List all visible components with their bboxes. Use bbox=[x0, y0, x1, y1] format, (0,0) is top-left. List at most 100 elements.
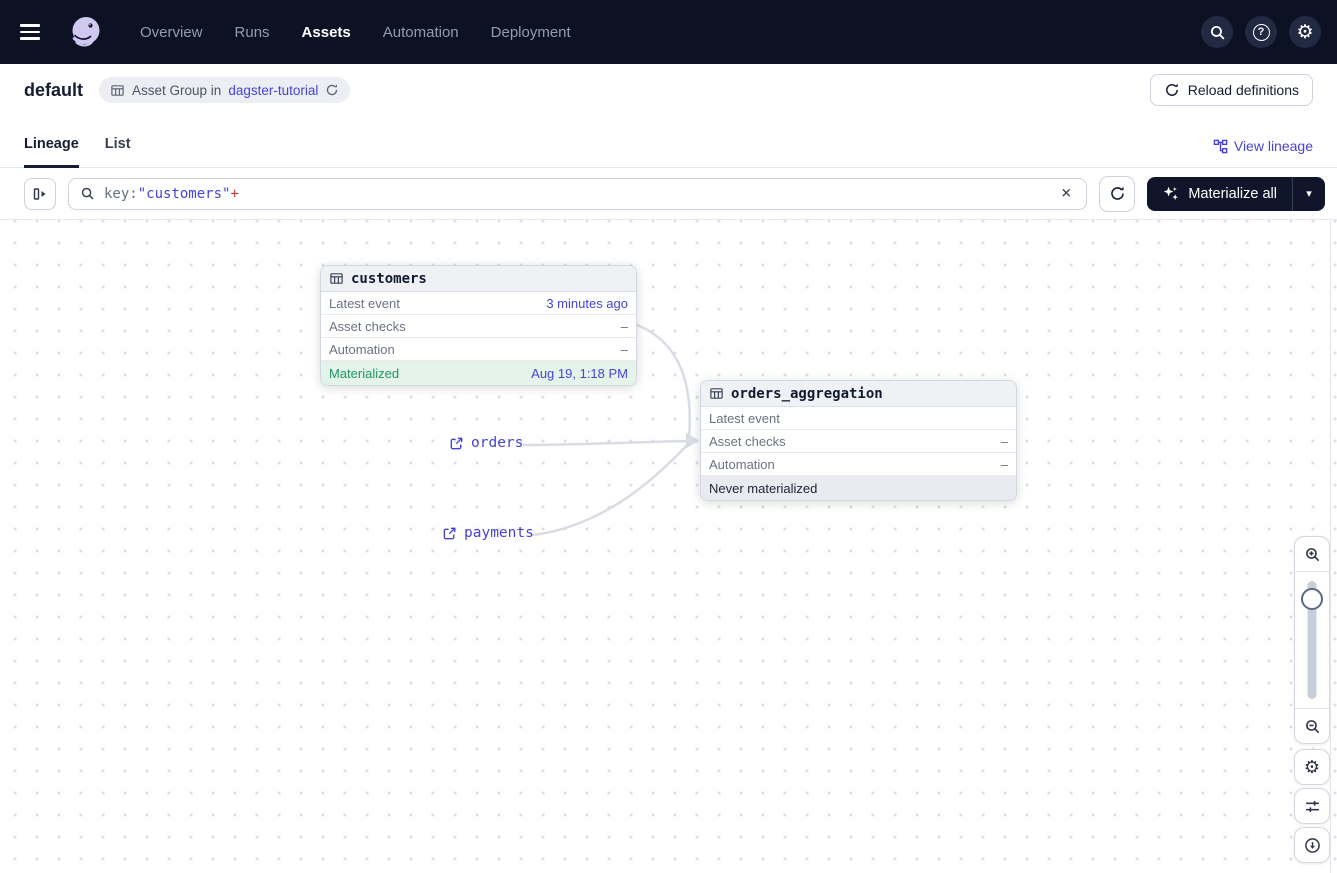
asset-search-input[interactable]: key:"customers"+ × bbox=[68, 177, 1088, 210]
search-query-value: "customers" bbox=[137, 185, 231, 202]
edge-customers-to-orders-aggregation bbox=[635, 323, 691, 439]
open-side-panel-button[interactable] bbox=[24, 177, 56, 210]
zoom-in-button[interactable] bbox=[1295, 537, 1329, 571]
node-row-asset-checks: Asset checks – bbox=[701, 430, 1016, 453]
primary-nav: Overview Runs Assets Automation Deployme… bbox=[140, 24, 571, 41]
search-query: key:"customers"+ bbox=[104, 186, 239, 202]
lineage-graph-icon bbox=[1213, 139, 1228, 153]
tab-list[interactable]: List bbox=[104, 136, 131, 152]
search-query-key: key: bbox=[104, 185, 138, 202]
zoom-slider-handle[interactable] bbox=[1301, 588, 1323, 610]
zoom-out-icon bbox=[1305, 719, 1319, 733]
lineage-toolbar: key:"customers"+ × Materialize all ▾ bbox=[0, 168, 1337, 220]
external-link-icon bbox=[443, 527, 456, 539]
materialize-all-label: Materialize all bbox=[1188, 185, 1277, 202]
asset-node-orders-aggregation[interactable]: orders_aggregation Latest event Asset ch… bbox=[700, 380, 1017, 501]
nav-item-assets[interactable]: Assets bbox=[301, 23, 351, 41]
row-label: Automation bbox=[329, 341, 395, 357]
recenter-icon bbox=[1304, 837, 1320, 853]
table-icon bbox=[111, 84, 124, 96]
dagster-logo-icon[interactable] bbox=[68, 14, 104, 50]
nav-item-automation[interactable]: Automation bbox=[382, 23, 459, 41]
row-label: Latest event bbox=[329, 295, 400, 311]
row-label: Asset checks bbox=[709, 433, 786, 449]
zoom-out-button[interactable] bbox=[1295, 709, 1329, 743]
node-row-automation: Automation – bbox=[321, 338, 636, 361]
asset-node-title: orders_aggregation bbox=[731, 385, 883, 402]
graph-filters-button[interactable] bbox=[1294, 788, 1330, 824]
zoom-control bbox=[1294, 536, 1330, 744]
refresh-icon bbox=[1111, 186, 1124, 200]
status-badge: Never materialized bbox=[701, 476, 1016, 500]
view-lineage-link[interactable]: View lineage bbox=[1213, 138, 1313, 167]
search-query-suffix: + bbox=[230, 185, 239, 202]
lineage-edges bbox=[522, 323, 699, 537]
row-value: – bbox=[1000, 456, 1008, 472]
row-value: – bbox=[620, 318, 628, 334]
nav-item-deployment[interactable]: Deployment bbox=[490, 23, 571, 41]
badge-prefix: Asset Group in bbox=[132, 82, 222, 98]
edge-arrowhead bbox=[686, 432, 699, 449]
refresh-graph-button[interactable] bbox=[1099, 175, 1136, 212]
search-icon bbox=[1210, 25, 1225, 40]
node-row-latest-event: Latest event 3 minutes ago bbox=[321, 292, 636, 315]
canvas-right-divider bbox=[1330, 220, 1331, 873]
tabs-row: Lineage List View lineage bbox=[0, 116, 1337, 168]
graph-settings-button[interactable]: ⚙ bbox=[1294, 749, 1330, 785]
help-button[interactable]: ? bbox=[1245, 16, 1277, 48]
top-nav: Overview Runs Assets Automation Deployme… bbox=[0, 0, 1337, 64]
external-link-icon bbox=[450, 437, 463, 449]
row-label: Automation bbox=[709, 456, 775, 472]
reload-definitions-label: Reload definitions bbox=[1187, 82, 1299, 98]
materialize-dropdown-button[interactable]: ▾ bbox=[1292, 176, 1325, 211]
status-label: Materialized bbox=[329, 365, 400, 381]
materialize-split-button: Materialize all ▾ bbox=[1147, 176, 1325, 211]
table-icon bbox=[709, 386, 724, 401]
settings-button[interactable]: ⚙ bbox=[1289, 16, 1321, 48]
asset-group-badge: Asset Group in dagster-tutorial bbox=[99, 77, 351, 103]
gear-icon: ⚙ bbox=[1296, 21, 1314, 43]
filters-icon bbox=[1305, 800, 1319, 812]
latest-event-link[interactable]: 3 minutes ago bbox=[546, 295, 628, 311]
page-header: default Asset Group in dagster-tutorial … bbox=[0, 64, 1337, 116]
recenter-button[interactable] bbox=[1294, 827, 1330, 863]
zoom-in-icon bbox=[1305, 547, 1319, 561]
tab-lineage[interactable]: Lineage bbox=[24, 136, 79, 168]
external-asset-orders[interactable]: orders bbox=[449, 435, 523, 451]
search-icon bbox=[81, 187, 94, 200]
external-asset-label: orders bbox=[471, 435, 524, 451]
materialize-all-button[interactable]: Materialize all bbox=[1147, 177, 1292, 211]
sparkle-icon bbox=[1164, 186, 1179, 201]
code-location-link[interactable]: dagster-tutorial bbox=[228, 82, 319, 98]
panel-expand-icon bbox=[33, 187, 46, 200]
external-asset-label: payments bbox=[464, 525, 534, 541]
row-label: Latest event bbox=[709, 410, 780, 426]
view-lineage-label: View lineage bbox=[1233, 138, 1313, 154]
row-value: – bbox=[1000, 433, 1008, 449]
refresh-icon[interactable] bbox=[325, 83, 339, 97]
zoom-slider-track[interactable] bbox=[1307, 581, 1317, 699]
materialization-link[interactable]: Aug 19, 1:18 PM bbox=[531, 365, 628, 381]
edge-orders-to-orders-aggregation bbox=[522, 439, 689, 447]
reload-icon bbox=[1165, 83, 1178, 96]
row-label: Asset checks bbox=[329, 318, 406, 334]
reload-definitions-button[interactable]: Reload definitions bbox=[1149, 74, 1313, 106]
node-row-automation: Automation – bbox=[701, 453, 1016, 476]
menu-icon[interactable] bbox=[20, 17, 50, 47]
table-icon bbox=[329, 271, 344, 286]
edge-payments-to-orders-aggregation bbox=[531, 443, 689, 537]
page-title: default bbox=[24, 79, 84, 100]
external-asset-payments[interactable]: payments bbox=[442, 525, 534, 541]
help-icon: ? bbox=[1252, 23, 1270, 41]
nav-item-runs[interactable]: Runs bbox=[234, 23, 270, 41]
search-button[interactable] bbox=[1201, 16, 1233, 48]
asset-node-customers[interactable]: customers Latest event 3 minutes ago Ass… bbox=[320, 265, 637, 386]
gear-icon: ⚙ bbox=[1303, 756, 1321, 777]
zoom-slider[interactable] bbox=[1295, 571, 1329, 709]
chevron-down-icon: ▾ bbox=[1306, 188, 1312, 200]
node-row-asset-checks: Asset checks – bbox=[321, 315, 636, 338]
node-row-latest-event: Latest event bbox=[701, 407, 1016, 430]
close-icon[interactable]: × bbox=[1061, 183, 1072, 203]
nav-item-overview[interactable]: Overview bbox=[140, 23, 203, 41]
lineage-canvas[interactable]: customers Latest event 3 minutes ago Ass… bbox=[0, 220, 1337, 873]
